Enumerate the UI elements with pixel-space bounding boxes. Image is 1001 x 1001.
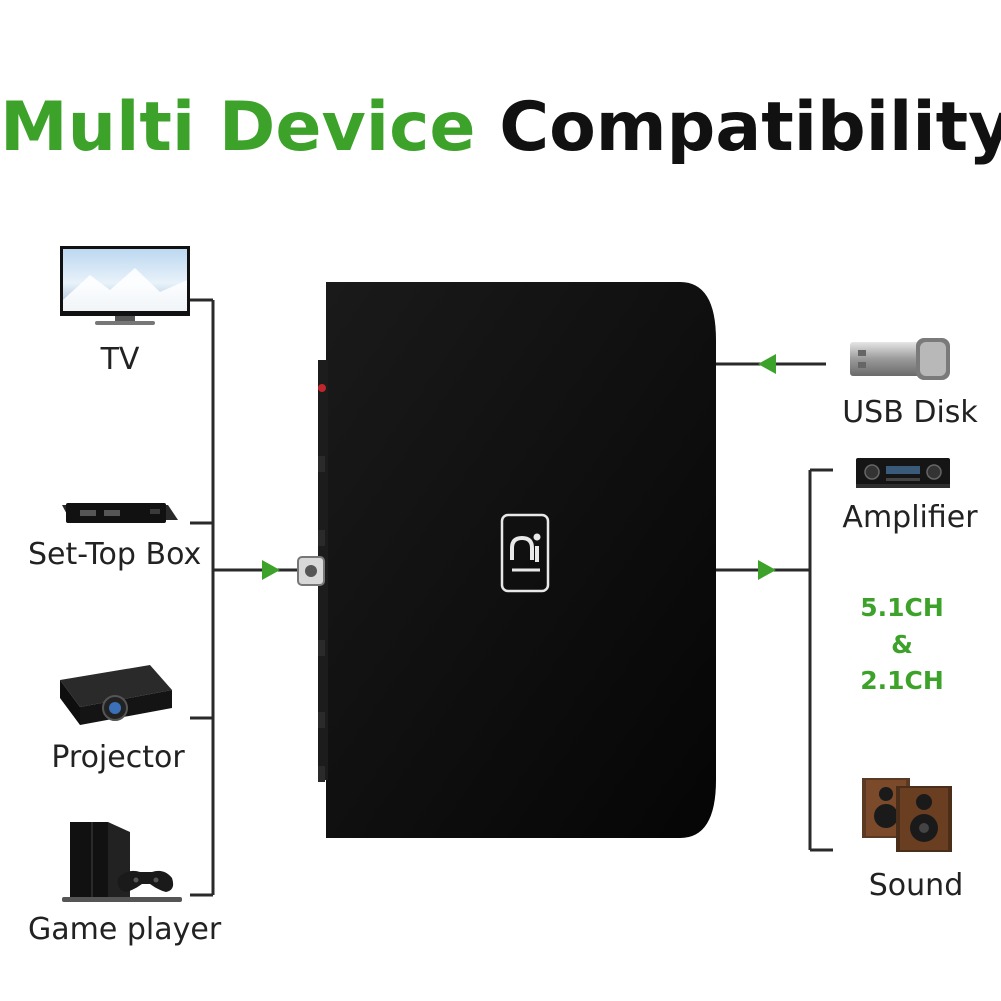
page-title: Multi Device Compatibility	[0, 88, 1001, 167]
label-sound: Sound	[868, 868, 964, 903]
set-top-box-icon	[62, 503, 178, 523]
left-connector	[190, 298, 300, 897]
usb-disk-icon	[850, 338, 950, 380]
brand-logo-icon	[500, 513, 550, 593]
right-connector	[714, 362, 833, 852]
arrow-in-left	[262, 560, 280, 580]
label-tv: TV	[100, 342, 140, 377]
game-console-icon	[62, 822, 182, 902]
title-dark: Compatibility	[475, 88, 1001, 167]
title-green: Multi Device	[0, 88, 476, 167]
arrow-out-right	[758, 560, 776, 580]
tv-icon	[60, 246, 190, 325]
label-set-top-box: Set-Top Box	[28, 537, 202, 572]
center-device	[297, 282, 716, 838]
arrow-usb	[758, 354, 776, 374]
speakers-icon	[862, 778, 952, 852]
amplifier-icon	[856, 458, 950, 488]
channel-ampersand: &	[891, 630, 913, 659]
label-usb-disk: USB Disk	[842, 395, 978, 430]
label-projector: Projector	[51, 740, 185, 775]
label-amplifier: Amplifier	[842, 500, 978, 535]
projector-icon	[60, 665, 172, 725]
channel-2-1: 2.1CH	[860, 666, 944, 695]
channel-5-1: 5.1CH	[860, 593, 944, 622]
label-game-player: Game player	[28, 912, 222, 947]
